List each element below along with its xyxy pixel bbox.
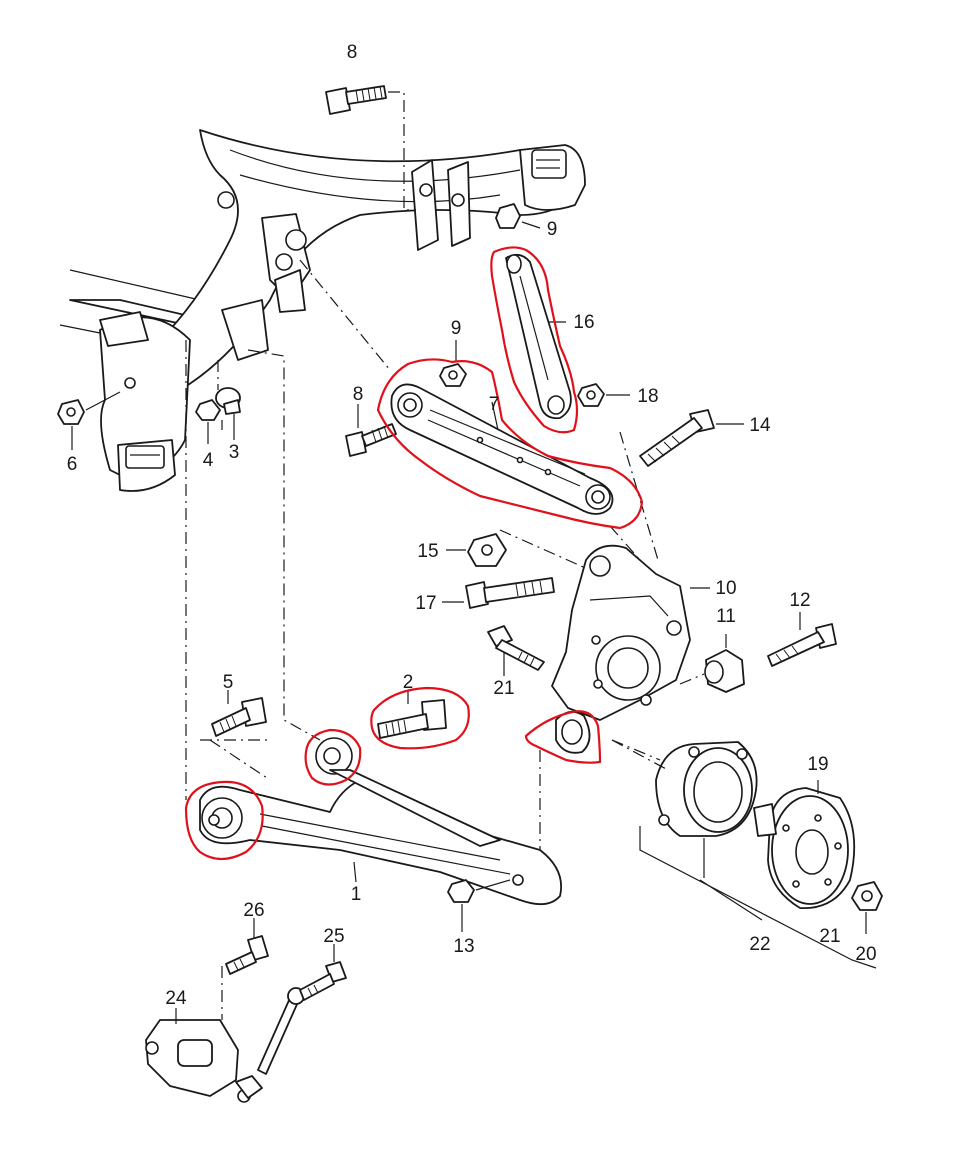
bolt-8-top: [325, 85, 416, 211]
label-17: 17: [415, 593, 436, 614]
highlight-control-arm-7: [376, 358, 644, 530]
wheel-bearing-hub: [611, 739, 883, 969]
label-13: 13: [453, 936, 474, 957]
highlight-upper-link-16: [490, 246, 579, 434]
label-21-lower: 21: [819, 926, 840, 947]
label-5: 5: [223, 672, 234, 693]
label-3: 3: [229, 442, 240, 463]
bushing-11: [679, 634, 745, 693]
nut-4: [195, 399, 221, 444]
label-19: 19: [807, 754, 828, 775]
part-labels: 8 9 16 9 18 8 7 14 6 4 3 15 10 17 12 11 …: [67, 42, 877, 1009]
bolt-25: [299, 944, 347, 1001]
highlight-lower-arm-mount: [304, 728, 362, 786]
bolt-8-mid: [345, 404, 397, 457]
label-10: 10: [715, 578, 736, 599]
highlight-marks: [184, 246, 644, 861]
wheel-knuckle-10: [551, 544, 710, 754]
label-8-top: 8: [347, 42, 358, 63]
bolt-21-upper: [487, 625, 545, 676]
nut-18: [577, 383, 630, 407]
highlight-knuckle-bushing: [524, 710, 602, 764]
label-24: 24: [165, 988, 187, 1009]
label-16: 16: [573, 312, 594, 333]
nut-9-mid: [439, 340, 467, 387]
label-14: 14: [749, 415, 771, 436]
label-9-top: 9: [547, 219, 558, 240]
washer-3: [215, 360, 241, 440]
label-7: 7: [489, 394, 500, 415]
label-21-upper: 21: [493, 678, 514, 699]
label-2: 2: [403, 672, 414, 693]
label-9-mid: 9: [451, 318, 462, 339]
label-20: 20: [855, 944, 876, 965]
label-1: 1: [351, 884, 362, 905]
label-18: 18: [637, 386, 658, 407]
label-15: 15: [417, 541, 438, 562]
nut-9-top: [495, 203, 541, 229]
bolt-6: [57, 391, 121, 450]
level-sensor-24: [145, 966, 305, 1103]
label-25: 25: [323, 926, 344, 947]
highlight-bolt-2: [370, 686, 470, 750]
bolt-12: [767, 612, 837, 667]
bolt-17: [442, 577, 555, 609]
bolt-26: [225, 918, 269, 975]
subframe: [59, 129, 586, 492]
lower-control-arm-1: [199, 737, 562, 906]
nut-13: [447, 879, 511, 932]
label-8-mid: 8: [353, 384, 364, 405]
label-6: 6: [67, 454, 78, 475]
control-arm-7: [390, 383, 614, 515]
nut-15: [446, 533, 507, 567]
bolt-14: [639, 409, 744, 467]
label-26: 26: [243, 900, 264, 921]
label-22: 22: [749, 934, 770, 955]
highlight-lower-arm-bushing: [184, 780, 264, 861]
upper-link-16: [505, 253, 572, 420]
label-4: 4: [203, 450, 214, 471]
bolt-2: [377, 690, 447, 739]
label-11: 11: [716, 606, 736, 627]
label-12: 12: [789, 590, 810, 611]
bolt-5: [200, 690, 270, 741]
